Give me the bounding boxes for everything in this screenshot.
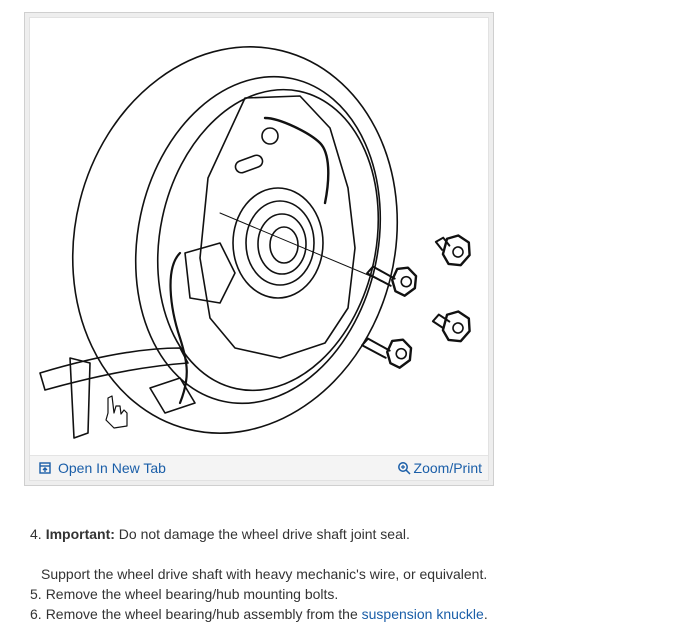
important-label: Important:	[45, 526, 115, 542]
step-text: Remove the wheel bearing/hub mounting bo…	[45, 586, 339, 602]
figure-container: Open In New Tab Zoom/Print	[24, 12, 494, 486]
drum-inner-rim	[156, 88, 380, 392]
step-number: 6.	[30, 606, 42, 622]
hub-outer	[232, 187, 324, 299]
hub-ring-2	[257, 213, 307, 275]
step-text: Remove the wheel bearing/hub assembly fr…	[45, 606, 362, 622]
bolt-4	[361, 337, 413, 369]
step-text: Do not damage the wheel drive shaft join…	[114, 526, 410, 542]
hub-ring-3	[269, 226, 299, 264]
figure-frame: Open In New Tab Zoom/Print	[29, 17, 489, 481]
bolt-2	[366, 265, 418, 297]
step-suffix: .	[483, 606, 488, 622]
step-4: 4.Important: Do not damage the wheel dri…	[30, 524, 670, 544]
sensor-body	[184, 242, 236, 304]
open-tab-icon	[39, 462, 51, 474]
sensor-harness	[169, 251, 188, 405]
bolt-1	[434, 234, 471, 267]
zoom-icon	[397, 462, 411, 475]
step-spacer	[30, 544, 670, 564]
open-tab-label: Open In New Tab	[58, 460, 166, 476]
backing-plate	[199, 95, 356, 359]
hand-cursor-icon	[105, 395, 128, 429]
guide-line	[219, 212, 381, 281]
drum-outer-ring	[71, 46, 399, 434]
connector	[149, 377, 196, 414]
bleeder-fitting	[261, 127, 279, 145]
drum-rim	[134, 75, 382, 405]
open-in-new-tab-link[interactable]: Open In New Tab	[38, 460, 166, 476]
zoom-print-label: Zoom/Print	[413, 460, 482, 476]
step-number: 4.	[30, 526, 42, 542]
step-6: 6.Remove the wheel bearing/hub assembly …	[30, 604, 670, 624]
brake-line	[263, 116, 330, 205]
drive-shaft-tube	[39, 347, 189, 391]
step-text: Support the wheel drive shaft with heavy…	[41, 566, 488, 582]
step-4-note: Support the wheel drive shaft with heavy…	[30, 564, 670, 584]
figure-toolbar: Open In New Tab Zoom/Print	[30, 455, 488, 480]
procedure-steps: 4.Important: Do not damage the wheel dri…	[30, 524, 670, 624]
adjuster-slot	[234, 154, 264, 174]
bolt-3	[431, 310, 471, 343]
suspension-knuckle-link[interactable]: suspension knuckle	[361, 606, 484, 622]
bracket	[69, 357, 91, 439]
zoom-print-link[interactable]: Zoom/Print	[397, 460, 482, 476]
step-5: 5.Remove the wheel bearing/hub mounting …	[30, 584, 670, 604]
step-number: 5.	[30, 586, 42, 602]
hub-ring-1	[245, 200, 315, 286]
wheel-hub-illustration[interactable]	[30, 18, 490, 458]
